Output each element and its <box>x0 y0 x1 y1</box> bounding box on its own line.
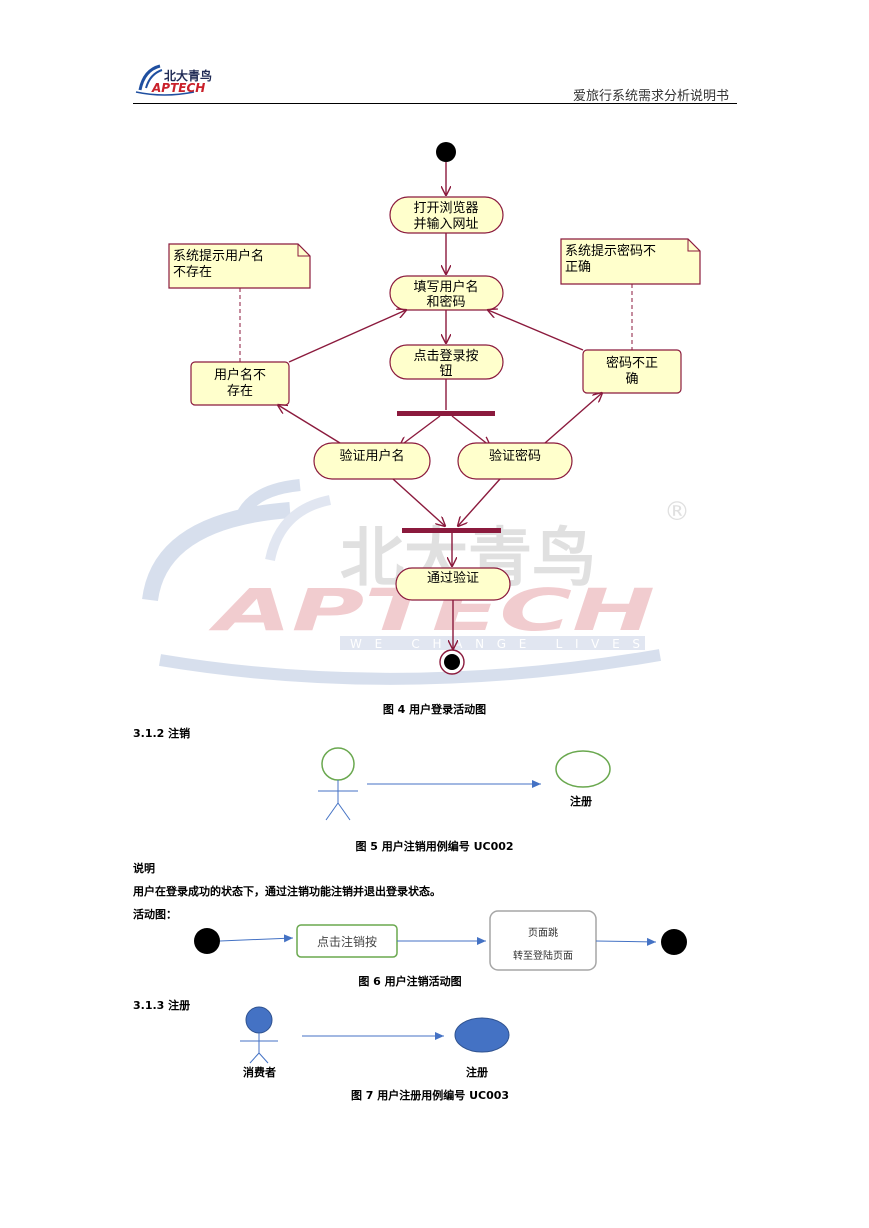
note-password-wrong: 系统提示密码不 正确 <box>560 238 701 285</box>
logo-cn-text: 北大青鸟 <box>164 68 212 83</box>
svg-text:用户名不: 用户名不 <box>214 367 266 383</box>
section-heading-312: 3.1.2 注销 <box>133 727 191 740</box>
usecase-ellipse <box>454 1017 510 1053</box>
note-username-missing: 系统提示用户名 不存在 <box>168 243 311 289</box>
action-password-wrong: 密码不正 确 <box>582 349 682 394</box>
svg-text:打开浏览器: 打开浏览器 <box>413 200 478 216</box>
register-usecase-diagram <box>240 1006 510 1064</box>
usecase-label: 注册 <box>570 795 592 808</box>
svg-text:确: 确 <box>625 372 638 387</box>
svg-text:不存在: 不存在 <box>173 265 212 280</box>
svg-text:系统提示用户名: 系统提示用户名 <box>173 248 264 264</box>
end-node <box>661 929 687 955</box>
action-verify-username: 验证用户名 <box>313 442 431 480</box>
svg-text:密码不正: 密码不正 <box>606 355 658 371</box>
svg-text:正确: 正确 <box>565 260 591 275</box>
svg-text:填写用户名: 填写用户名 <box>413 279 478 295</box>
action-fill-credentials: 填写用户名 和密码 <box>389 275 504 311</box>
aptech-logo: 北大青鸟 APTECH <box>134 62 226 100</box>
svg-text:通过验证: 通过验证 <box>427 570 479 586</box>
watermark-reg: ® <box>664 497 690 527</box>
action-redirect-label-2: 转至登陆页面 <box>513 951 573 962</box>
svg-text:并输入网址: 并输入网址 <box>413 216 478 232</box>
figure-7-caption: 图 7 用户注册用例编号 UC003 <box>350 1089 510 1102</box>
section-heading-313: 3.1.3 注册 <box>133 999 191 1012</box>
svg-text:和密码: 和密码 <box>426 294 465 310</box>
fork-bar <box>397 411 495 416</box>
action-pass-verification: 通过验证 <box>395 567 511 601</box>
actor-head <box>321 747 355 781</box>
start-node <box>194 928 220 954</box>
usecase-ellipse <box>555 750 611 788</box>
action-click-logout-label: 点击注销按 <box>316 935 377 949</box>
activity-label: 活动图： <box>133 908 177 921</box>
document-title: 爱旅行系统需求分析说明书 <box>572 89 729 104</box>
actor-head <box>245 1006 273 1034</box>
description-text: 用户在登录成功的状态下，通过注销功能注销并退出登录状态。 <box>133 885 441 898</box>
svg-text:验证用户名: 验证用户名 <box>339 448 404 464</box>
actor-label: 消费者 <box>243 1066 276 1079</box>
svg-text:钮: 钮 <box>439 364 452 379</box>
svg-text:验证密码: 验证密码 <box>489 448 541 464</box>
description-label: 说明 <box>133 862 155 875</box>
start-node <box>436 142 456 162</box>
svg-text:存在: 存在 <box>227 384 253 399</box>
svg-text:系统提示密码不: 系统提示密码不 <box>565 243 656 259</box>
logo-en-text: APTECH <box>151 81 205 95</box>
svg-text:点击登录按: 点击登录按 <box>413 349 478 364</box>
join-bar <box>402 528 501 533</box>
action-username-missing: 用户名不 存在 <box>190 361 290 406</box>
figure-5-caption: 图 5 用户注销用例编号 UC002 <box>355 840 514 853</box>
action-verify-password: 验证密码 <box>457 442 573 480</box>
figure-6-caption: 图 6 用户注销活动图 <box>358 975 462 988</box>
figure-4-caption: 图 4 用户登录活动图 <box>382 703 487 716</box>
logout-usecase-diagram <box>318 747 611 821</box>
logout-activity-diagram <box>194 910 687 971</box>
action-redirect-label-1: 页面跳 <box>528 928 558 939</box>
usecase-label: 注册 <box>466 1066 488 1079</box>
header-divider <box>133 103 737 104</box>
action-open-browser: 打开浏览器 并输入网址 <box>389 196 504 234</box>
action-click-login: 点击登录按 钮 <box>389 344 504 380</box>
login-activity-diagram: 打开浏览器 并输入网址 填写用户名 和密码 点击登录按 钮 验证用户名 <box>168 142 701 675</box>
